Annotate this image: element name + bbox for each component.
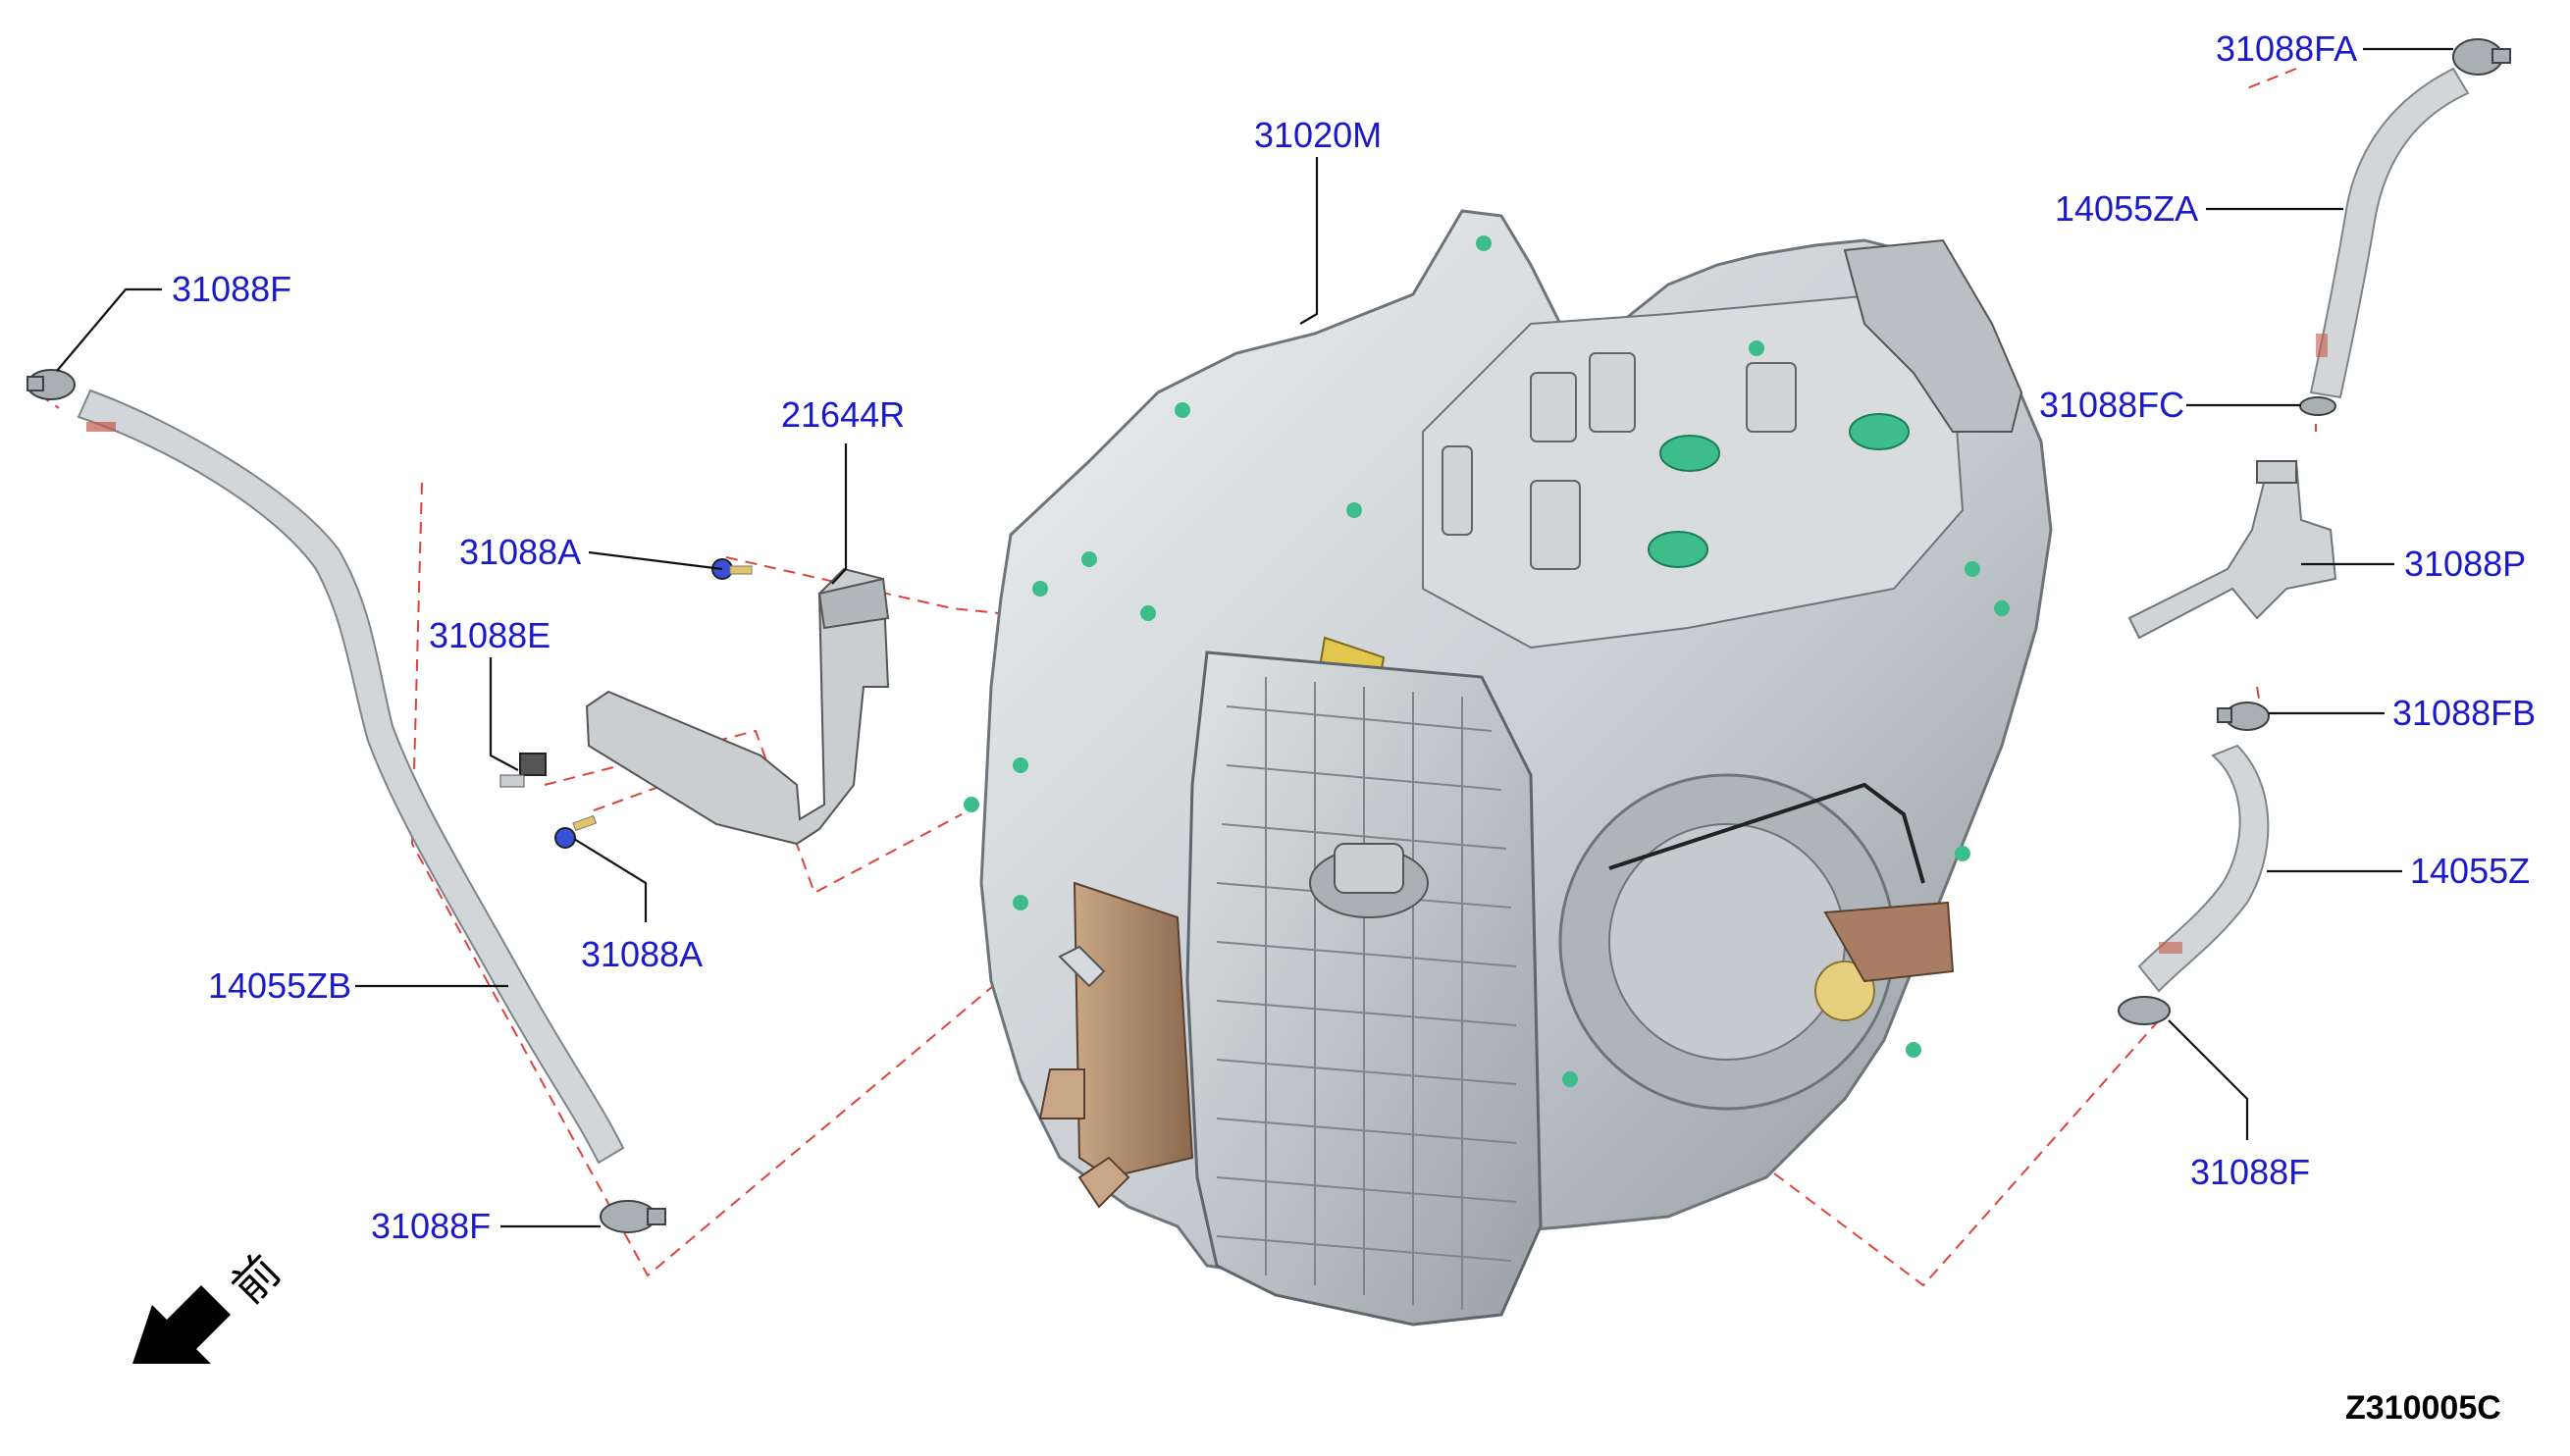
callout-31088f-bottom-right: 31088F [2190,1152,2310,1192]
oil-cooler [1038,881,1194,1209]
hose-14055zb [77,389,625,1165]
front-label: 前 [221,1244,290,1314]
hose-14055z [2137,744,2270,993]
callout-14055za: 14055ZA [2055,188,2198,229]
hose-clamp-31088f-br [2118,996,2171,1025]
callout-31020m: 31020M [1254,115,1382,155]
diagram-code: Z310005C [2345,1389,2501,1427]
callout-31088e: 31088E [429,615,551,655]
hose-14055za [2309,67,2470,399]
callout-31088fc: 31088FC [2039,385,2184,425]
hose-clamp-31088f-bl [600,1200,666,1233]
hose-clamp-31088fb [2217,702,2270,731]
bolt-31088a-bottom [554,814,598,849]
front-arrow-icon [132,1285,231,1364]
connector-31088p [2127,459,2337,640]
bracket-21644r [585,567,890,846]
callout-14055zb: 14055ZB [208,965,351,1006]
callout-31088p: 31088P [2404,544,2526,584]
oil-pan [1185,650,1543,1326]
callout-31088fb: 31088FB [2392,693,2536,733]
hose-clamp-31088fc [2299,396,2336,416]
front-indicator: 前 [132,1244,290,1364]
callout-31088f-top-left: 31088F [172,269,291,309]
stud-31088e [499,753,547,788]
leader-lines [56,47,2453,1228]
callout-14055z: 14055Z [2410,851,2530,891]
callout-labels: 31088F 21644R 31088A 31088E 31088A 14055… [172,28,2536,1246]
callout-31088a-bottom: 31088A [581,934,703,974]
hose-clamp-31088f-tl [26,369,76,400]
callout-31088f-bottom-left: 31088F [371,1206,491,1246]
callout-31088fa: 31088FA [2216,28,2357,69]
callout-21644r: 21644R [781,394,905,435]
hose-clamp-31088fa [2452,38,2511,76]
callout-31088a-top: 31088A [459,532,581,572]
